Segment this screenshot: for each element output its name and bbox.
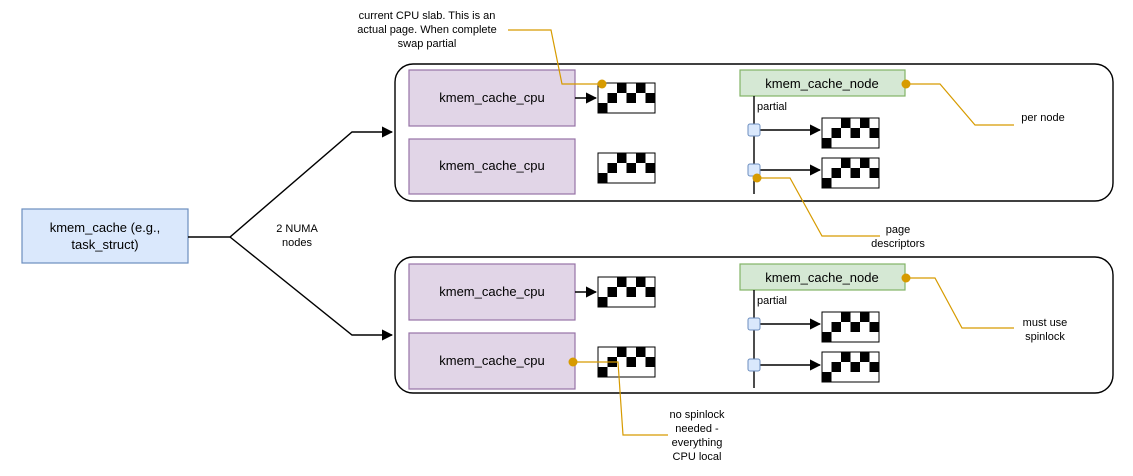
node2-partial-slab-1 [821,351,880,383]
node1-cpu-1: kmem_cache_cpu [408,138,576,195]
node1-kmem-cache-node-label: kmem_cache_node [765,76,878,91]
svg-text:page: page [886,224,910,236]
svg-text:per node: per node [1021,112,1064,124]
node2-partial-slab-0 [821,311,880,343]
annotation-spinlock: must use spinlock [1023,317,1068,343]
node2-cpu-1-label: kmem_cache_cpu [439,353,545,368]
svg-text:everything: everything [672,437,723,449]
node1-partial-slab-0 [821,117,880,149]
node2-kmem-cache-node: kmem_cache_node [739,263,906,291]
node2-cpu-slab-0 [597,276,656,308]
node1-partial-label: partial [757,101,787,113]
node2-cpu-0: kmem_cache_cpu [408,263,576,321]
annotation-cpu-slab: current CPU slab. This is an actual page… [357,10,496,50]
node1-partial-slab-1 [821,157,880,189]
svg-text:CPU local: CPU local [673,451,722,463]
root-label-line1: kmem_cache (e.g., [50,220,161,235]
node1-cpu-slab-1 [597,152,656,184]
svg-text:swap partial: swap partial [398,38,457,50]
node1-kmem-cache-node: kmem_cache_node [739,69,906,97]
numa-label-line1: 2 NUMA [276,223,318,235]
svg-text:actual page. When complete: actual page. When complete [357,24,496,36]
numa-branch-connectors [188,126,394,341]
node2-partial-label: partial [757,295,787,307]
svg-text:needed -: needed - [675,423,719,435]
node1-cpu-0-label: kmem_cache_cpu [439,90,545,105]
svg-text:must use: must use [1023,317,1068,329]
node2-kmem-cache-node-label: kmem_cache_node [765,270,878,285]
kmem-cache-root: kmem_cache (e.g., task_struct) [21,208,189,264]
node2-cpu-1: kmem_cache_cpu [408,332,576,390]
callout-dots [568,79,911,367]
node1-cpu-slab-0 [597,82,656,114]
numa-label-line2: nodes [282,237,312,249]
node2-page-descriptor-0 [747,317,761,331]
callout-lines [508,29,1014,436]
slab-pages [597,82,880,383]
node2-cpu-0-label: kmem_cache_cpu [439,284,545,299]
node1-cpu-0: kmem_cache_cpu [408,69,576,127]
annotation-no-spinlock: no spinlock needed - everything CPU loca… [669,409,725,463]
svg-text:no spinlock: no spinlock [669,409,725,421]
node2-page-descriptor-1 [747,358,761,372]
root-label-line2: task_struct) [71,237,138,252]
annotation-per-node: per node [1021,112,1064,124]
svg-text:descriptors: descriptors [871,238,925,250]
node1-cpu-1-label: kmem_cache_cpu [439,158,545,173]
svg-text:current CPU slab. This is an: current CPU slab. This is an [359,10,496,22]
svg-text:spinlock: spinlock [1025,331,1065,343]
node1-page-descriptor-0 [747,123,761,137]
annotation-page-descriptors: page descriptors [871,224,925,250]
